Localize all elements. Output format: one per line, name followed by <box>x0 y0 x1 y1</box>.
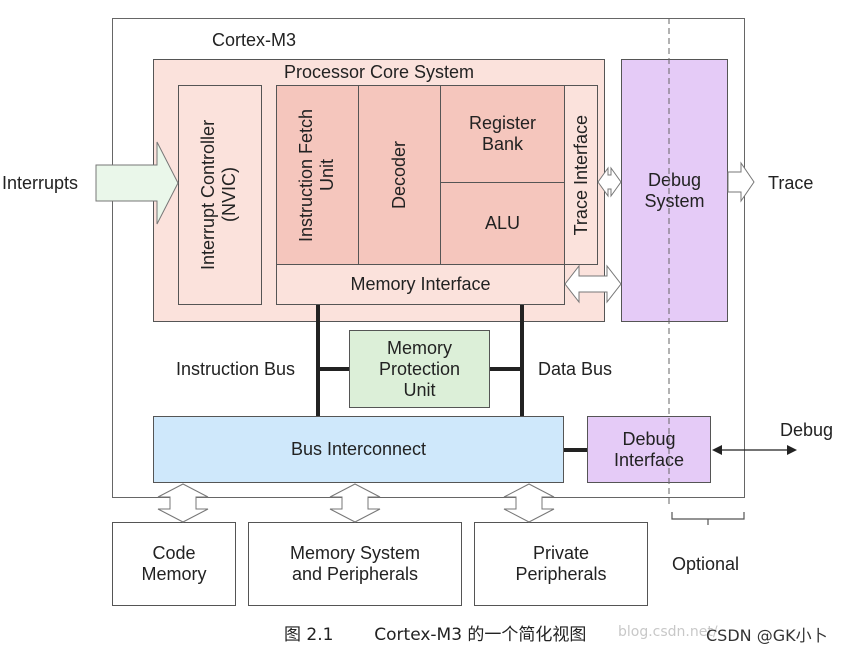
decoder-label: Decoder <box>389 140 409 210</box>
memory-protection-unit: Memory Protection Unit <box>349 330 490 408</box>
debug-right-arrowhead <box>787 445 797 455</box>
memory-interface: Memory Interface <box>276 264 565 305</box>
alu: ALU <box>440 182 565 265</box>
debug-label: Debug <box>780 420 834 440</box>
trace-label: Trace <box>768 173 814 193</box>
watermark-url: blog.csdn.net/ <box>618 624 718 640</box>
interrupts-label: Interrupts <box>2 173 79 193</box>
interrupt-controller: Interrupt Controller (NVIC) <box>178 85 262 305</box>
processor-core-system-label: Processor Core System <box>283 62 475 82</box>
optional-label: Optional <box>672 554 740 574</box>
cortex-m3-boundary <box>112 18 745 498</box>
figure-number: 图 2.1 <box>284 625 334 645</box>
optional-bracket <box>671 512 745 525</box>
private-peripherals: Private Peripherals <box>474 522 648 606</box>
cortex-m3-label: Cortex-M3 <box>212 30 297 50</box>
register-bank: Register Bank <box>440 85 565 183</box>
memory-system-and-peripherals: Memory System and Peripherals <box>248 522 462 606</box>
figure-caption: 图 2.1 Cortex-M3 的一个简化视图 <box>284 620 586 645</box>
instruction-fetch-unit: Instruction Fetch Unit <box>276 85 359 265</box>
debug-interface: Debug Interface <box>587 416 711 483</box>
data-bus-label: Data Bus <box>538 359 613 379</box>
instruction-fetch-unit-label: Instruction Fetch Unit <box>295 108 337 242</box>
instruction-bus-label: Instruction Bus <box>176 359 296 379</box>
debug-system: Debug System <box>621 59 728 322</box>
trace-interface: Trace Interface <box>564 85 598 265</box>
code-memory: Code Memory <box>112 522 236 606</box>
trace-interface-label: Trace Interface <box>570 114 591 236</box>
decoder: Decoder <box>358 85 441 265</box>
interrupt-controller-label: Interrupt Controller (NVIC) <box>198 119 239 271</box>
watermark-credit: CSDN @GK小卜 <box>706 626 828 645</box>
bus-interconnect: Bus Interconnect <box>153 416 564 483</box>
figure-title: Cortex-M3 的一个简化视图 <box>374 625 587 645</box>
